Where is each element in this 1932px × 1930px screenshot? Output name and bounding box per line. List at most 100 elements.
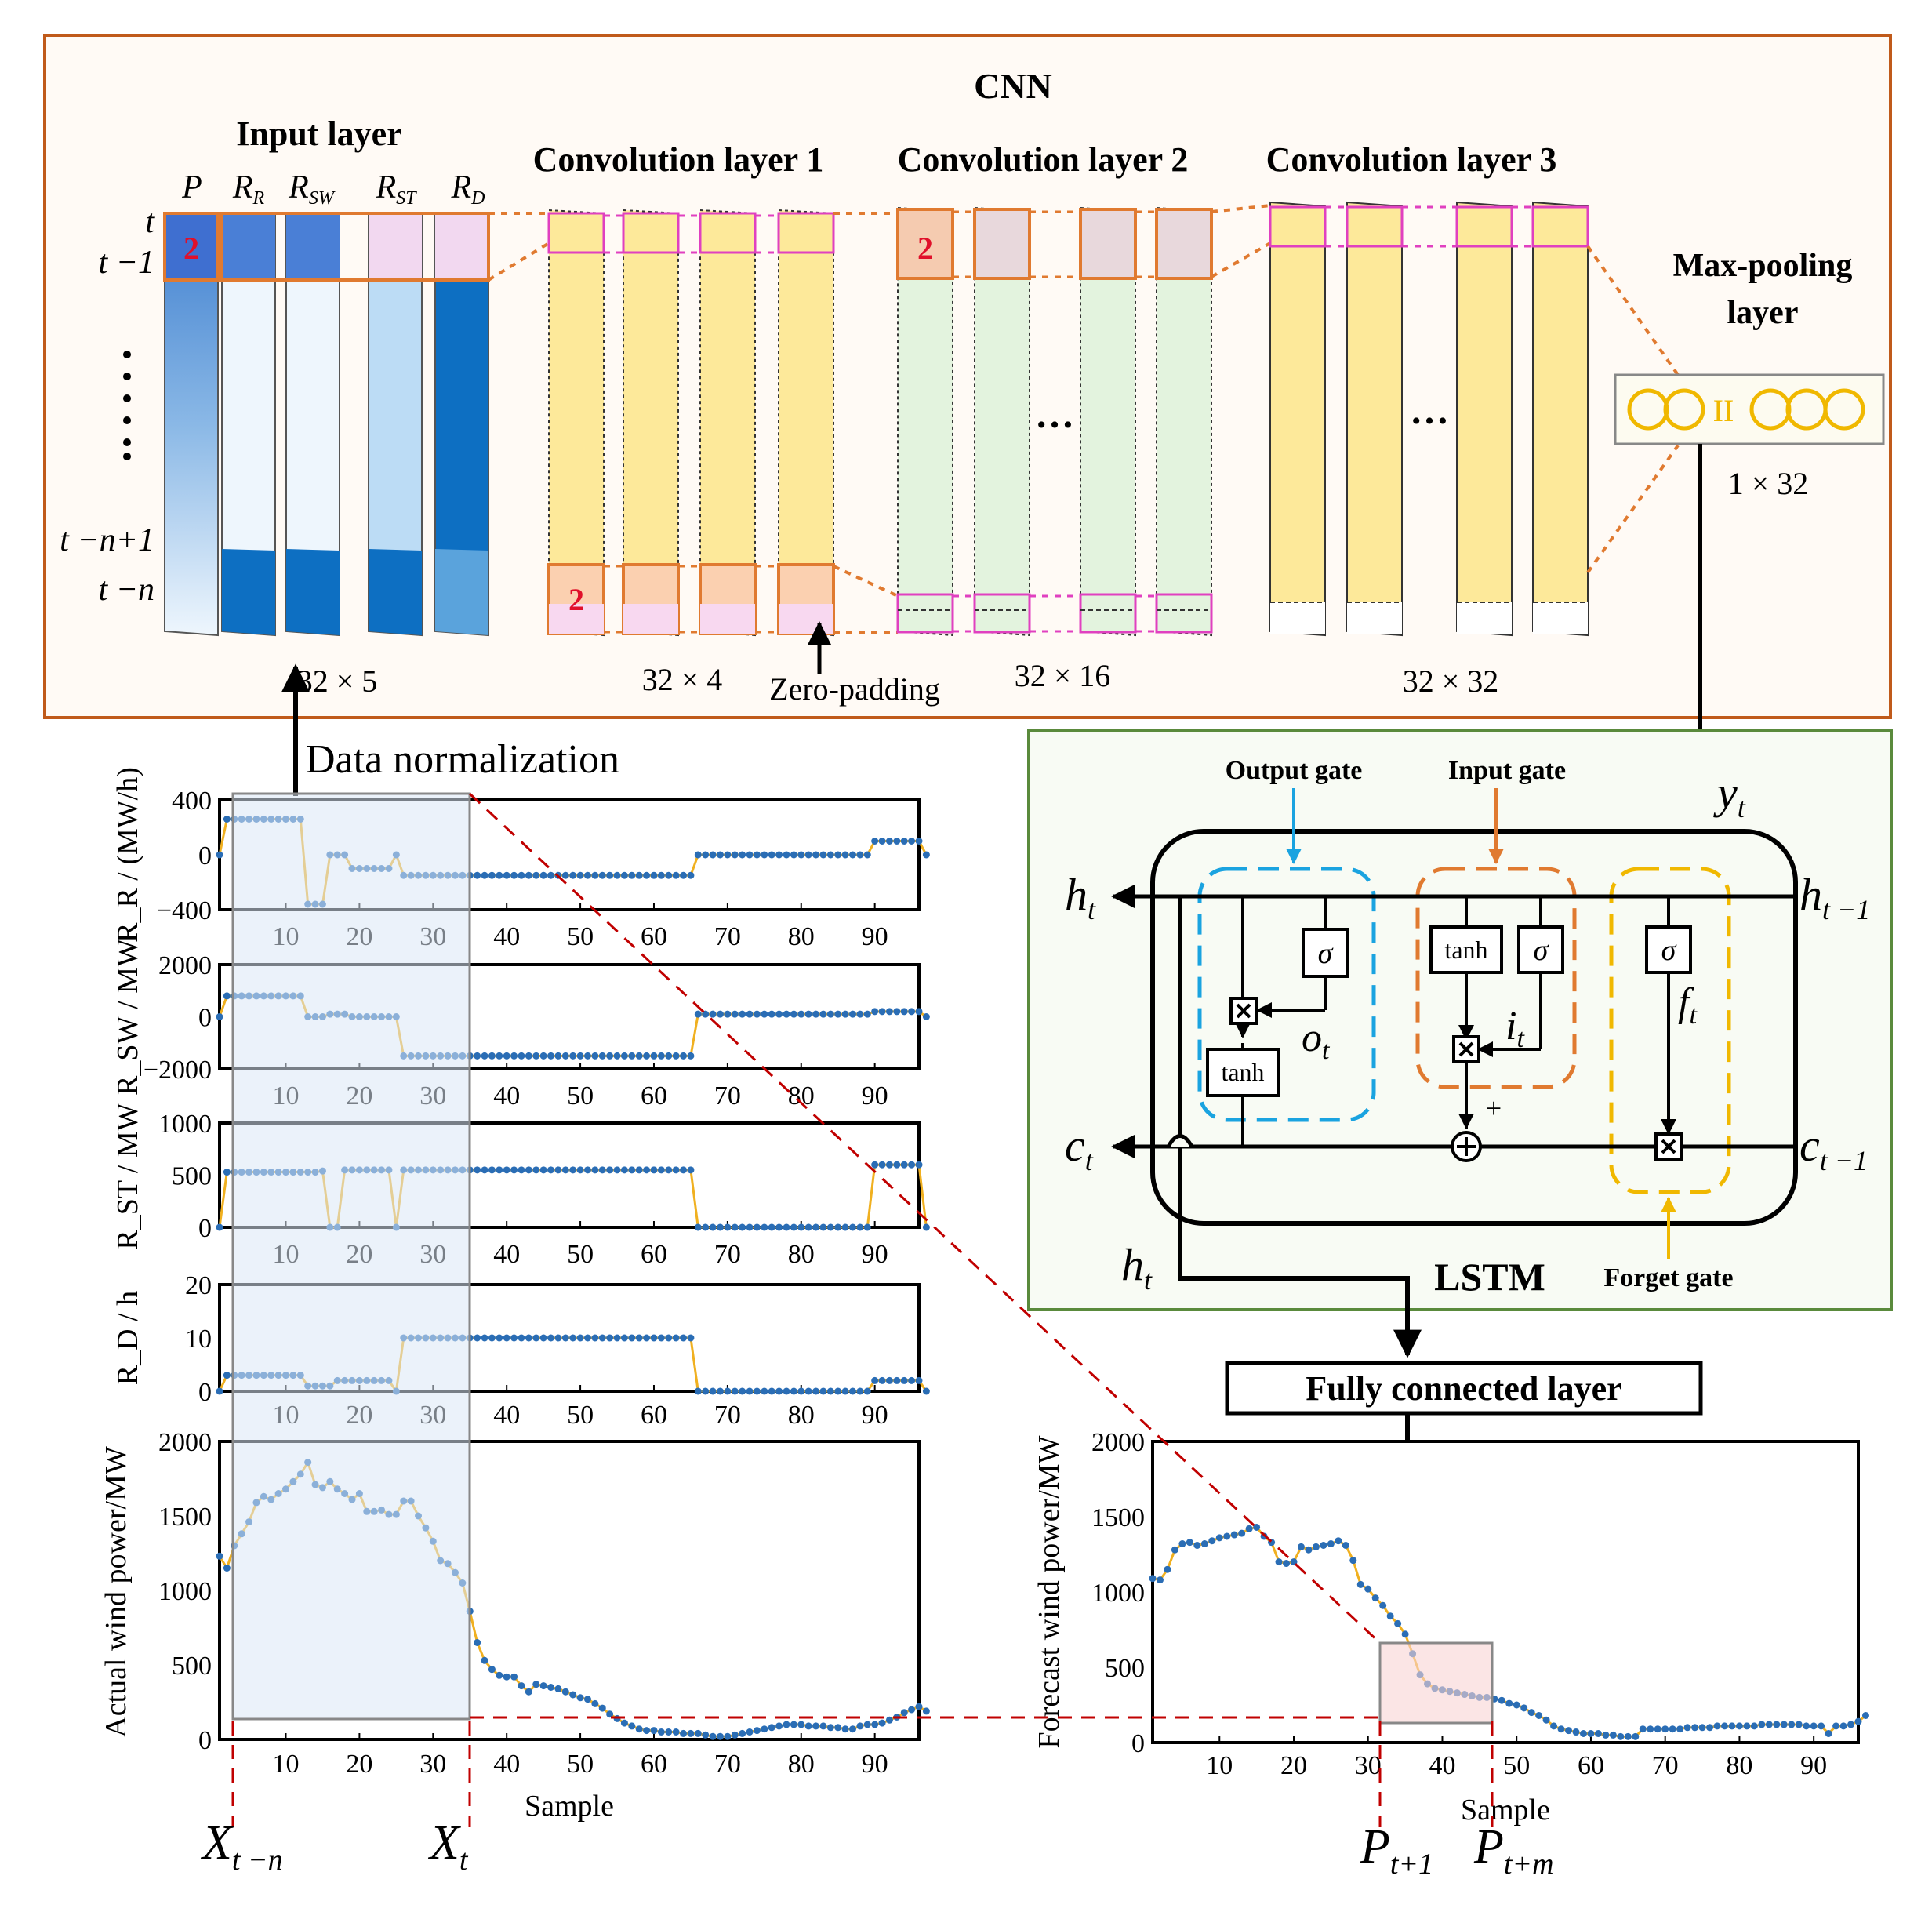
lstm-cell xyxy=(1150,829,1798,1226)
data-point xyxy=(797,1223,805,1231)
data-point xyxy=(1743,1722,1751,1730)
data-point xyxy=(761,1725,768,1733)
data-point xyxy=(753,1010,761,1018)
data-point xyxy=(1713,1722,1721,1730)
data-point xyxy=(665,1728,673,1736)
data-point xyxy=(216,1387,223,1395)
data-point xyxy=(657,1166,665,1174)
data-point xyxy=(569,1334,577,1342)
data-point xyxy=(775,1722,783,1730)
y-tick-label: 500 xyxy=(1105,1654,1145,1683)
x-tick-label: 40 xyxy=(493,1240,520,1269)
data-point xyxy=(848,851,856,859)
data-point xyxy=(885,1376,893,1384)
data-point xyxy=(650,1727,658,1735)
y-tick-label: 2000 xyxy=(158,1428,212,1457)
data-point xyxy=(922,1387,930,1395)
data-point xyxy=(1208,1537,1216,1545)
data-point xyxy=(1669,1725,1676,1733)
data-point xyxy=(812,1010,820,1018)
header-rst: RST xyxy=(375,169,417,209)
data-point xyxy=(657,1052,665,1060)
x-tick-label: 70 xyxy=(1652,1751,1679,1780)
data-point xyxy=(532,871,540,879)
data-point xyxy=(694,1010,702,1018)
data-point xyxy=(474,1639,481,1646)
y-tick-label: 500 xyxy=(172,1162,212,1191)
multiply-forget xyxy=(1654,1132,1683,1161)
data-point xyxy=(819,851,827,859)
data-point xyxy=(819,1223,827,1231)
conv2-title: Convolution layer 2 xyxy=(898,140,1189,179)
data-point xyxy=(643,1727,651,1735)
data-point xyxy=(1847,1721,1855,1728)
data-point xyxy=(804,851,812,859)
data-point xyxy=(561,1334,569,1342)
data-point xyxy=(496,871,503,879)
data-point xyxy=(694,1729,702,1737)
data-point xyxy=(1698,1724,1706,1732)
data-point xyxy=(518,1682,525,1690)
data-point xyxy=(731,1731,739,1739)
data-point xyxy=(606,871,614,879)
conv3-col-3 xyxy=(1455,201,1513,637)
data-point xyxy=(561,1052,569,1060)
data-point xyxy=(598,1334,606,1342)
data-point xyxy=(1513,1701,1520,1709)
conv2-col-3 xyxy=(1079,206,1137,637)
conv3-col-4 xyxy=(1531,201,1589,637)
data-point xyxy=(819,1722,827,1730)
conv1-col-4 xyxy=(777,209,835,637)
data-point xyxy=(680,1729,688,1737)
data-point xyxy=(775,1387,783,1395)
maxpool-box: II xyxy=(1614,373,1885,445)
data-point xyxy=(620,1334,628,1342)
data-point xyxy=(768,1724,775,1732)
x-tick-label: 90 xyxy=(862,922,888,951)
data-point xyxy=(1379,1601,1387,1609)
data-point xyxy=(510,1334,518,1342)
data-point xyxy=(739,1729,746,1737)
conv1-col-2 xyxy=(622,209,680,637)
ot-label: ot xyxy=(1302,1016,1331,1065)
data-point xyxy=(1818,1722,1825,1730)
tanh-box-output: tanh xyxy=(1206,1048,1280,1097)
data-point xyxy=(1803,1722,1810,1730)
x-tick-label: 10 xyxy=(1206,1751,1233,1780)
data-point xyxy=(481,1052,488,1060)
data-point xyxy=(474,1052,481,1060)
y-axis-label: R_SW / MW xyxy=(111,939,144,1096)
data-point xyxy=(863,1721,871,1728)
y-axis-label: Actual wind power/MW xyxy=(100,1446,133,1738)
data-point xyxy=(709,851,717,859)
data-point xyxy=(539,1052,547,1060)
dim-pool: 1 × 32 xyxy=(1728,466,1809,501)
ct-out-label: ct xyxy=(1065,1120,1094,1176)
sigma-box-forget: σ xyxy=(1645,925,1692,974)
data-point xyxy=(547,1334,555,1342)
data-point xyxy=(620,871,628,879)
data-point xyxy=(753,1727,761,1735)
data-point xyxy=(643,1166,651,1174)
data-point xyxy=(922,1223,930,1231)
x-tick-label: 80 xyxy=(788,1401,815,1430)
data-point xyxy=(569,871,577,879)
data-point xyxy=(702,1731,710,1739)
input-kernel-window xyxy=(220,212,490,282)
data-point xyxy=(665,1334,673,1342)
header-rsw: RSW xyxy=(288,169,336,209)
row-label-tn: t −n xyxy=(98,572,154,608)
data-point xyxy=(797,1721,805,1728)
ht-out-label: ht xyxy=(1065,869,1096,925)
data-point xyxy=(790,1223,797,1231)
data-point xyxy=(893,1161,901,1169)
data-point xyxy=(1349,1557,1357,1565)
dim-input: 32 × 5 xyxy=(297,663,378,699)
data-point xyxy=(503,1334,510,1342)
data-point xyxy=(871,1376,879,1384)
data-point xyxy=(768,1223,775,1231)
data-point xyxy=(746,1728,754,1736)
data-point xyxy=(702,1010,710,1018)
y-tick-label: 2000 xyxy=(158,951,212,980)
